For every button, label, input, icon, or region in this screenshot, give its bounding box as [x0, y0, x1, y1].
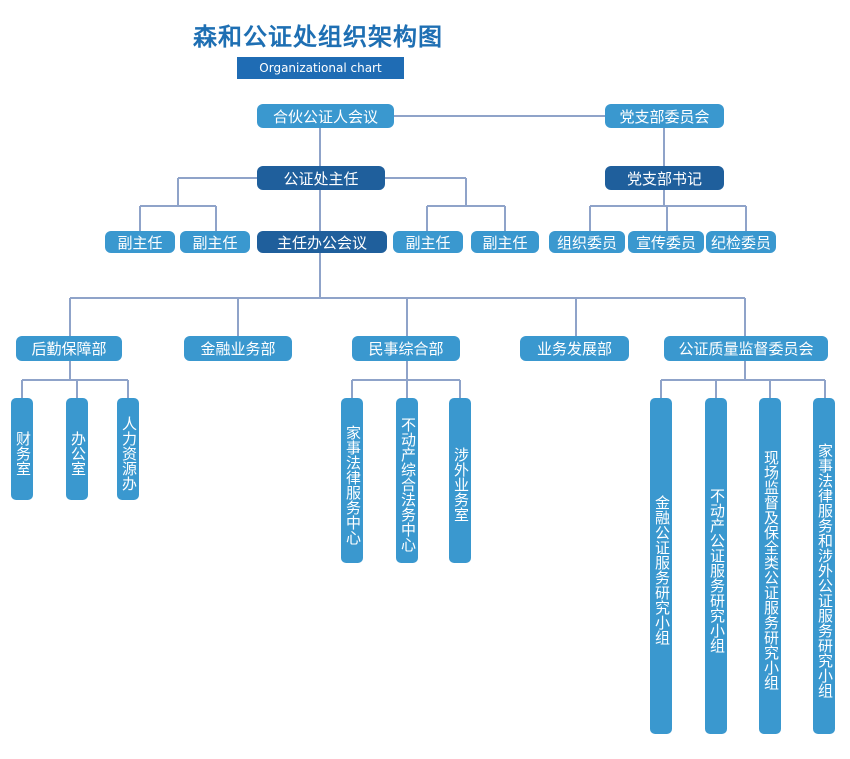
deputy-director-node-1: 副主任 [105, 231, 175, 253]
partner-meeting-node: 合伙公证人会议 [257, 104, 394, 128]
party-secretary-node: 党支部书记 [605, 166, 724, 190]
biz-dev-dept-node: 业务发展部 [520, 336, 629, 361]
chart-title: 森和公证处组织架构图 [193, 23, 443, 51]
deputy-director-node-4: 副主任 [471, 231, 539, 253]
family-foreign-research-group-node: 家事法律服务和涉外公证服务研究小组 [813, 398, 835, 734]
party-committee-node: 党支部委员会 [605, 104, 724, 128]
finance-research-group-node: 金融公证服务研究小组 [650, 398, 672, 734]
civil-dept-node: 民事综合部 [352, 336, 460, 361]
admin-office-node: 办公室 [66, 398, 88, 500]
quality-committee-node: 公证质量监督委员会 [664, 336, 828, 361]
office-director-node: 公证处主任 [257, 166, 385, 190]
discipline-member-node: 纪检委员 [706, 231, 776, 253]
onsite-research-group-node: 现场监督及保全类公证服务研究小组 [759, 398, 781, 734]
chart-subtitle: Organizational chart [237, 57, 404, 79]
finance-office-node: 财务室 [11, 398, 33, 500]
real-estate-center-node: 不动产综合法务中心 [396, 398, 418, 563]
deputy-director-node-3: 副主任 [393, 231, 463, 253]
foreign-affairs-office-node: 涉外业务室 [449, 398, 471, 563]
director-meeting-node: 主任办公会议 [257, 231, 387, 253]
real-estate-research-group-node: 不动产公证服务研究小组 [705, 398, 727, 734]
family-law-center-node: 家事法律服务中心 [341, 398, 363, 563]
org-member-node: 组织委员 [549, 231, 625, 253]
logistics-dept-node: 后勤保障部 [16, 336, 122, 361]
finance-dept-node: 金融业务部 [184, 336, 292, 361]
deputy-director-node-2: 副主任 [180, 231, 250, 253]
publicity-member-node: 宣传委员 [628, 231, 704, 253]
hr-office-node: 人力资源办 [117, 398, 139, 500]
